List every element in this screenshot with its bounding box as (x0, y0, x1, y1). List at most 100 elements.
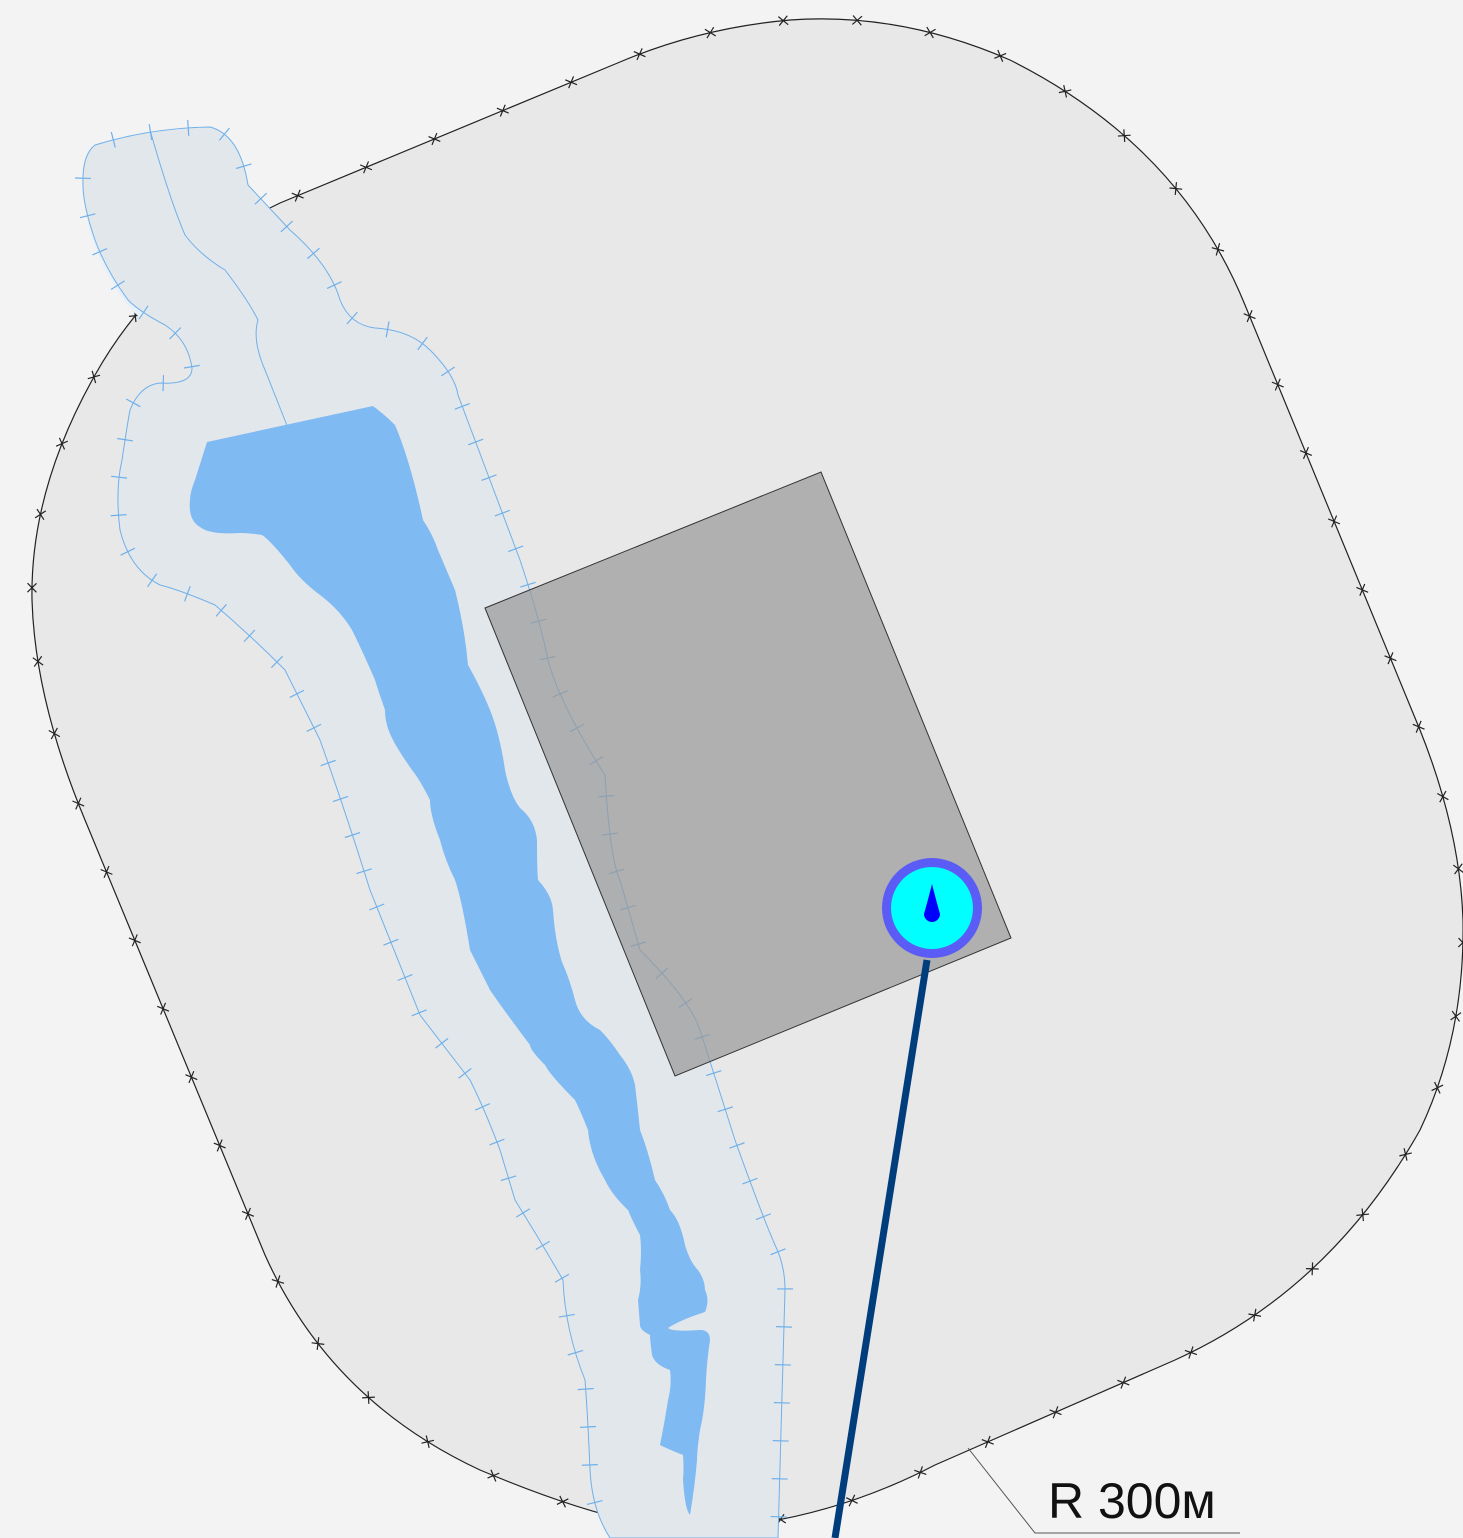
boundary-tick (411, 1009, 427, 1017)
well-marker-icon[interactable] (882, 858, 982, 958)
boundary-tick (499, 104, 506, 117)
boundary-tick (917, 1466, 923, 1479)
boundary-tick (706, 26, 715, 39)
boundary-tick (169, 327, 182, 340)
boundary-tick (1188, 1346, 1194, 1359)
boundary-tick (72, 800, 85, 807)
boundary-tick (1436, 792, 1449, 801)
boundary-tick (120, 547, 136, 556)
boundary-tick (1243, 313, 1256, 320)
boundary-tick (213, 1142, 226, 1149)
boundary-tick (474, 1103, 491, 1111)
boundary-tick (117, 437, 134, 442)
boundary-tick (92, 248, 108, 256)
boundary-tick (243, 629, 256, 643)
boundary-tick (417, 336, 428, 351)
boundary-tick (1252, 1308, 1257, 1322)
boundary-tick (362, 1396, 375, 1399)
boundary-tick (110, 514, 127, 517)
boundary-tick (36, 508, 45, 521)
boundary-tick (363, 161, 370, 174)
boundary-tick (128, 937, 141, 944)
boundary-tick (1403, 1148, 1408, 1161)
boundary-tick (332, 795, 349, 803)
boundary-tick (1120, 1376, 1127, 1389)
boundary-tick (520, 581, 536, 588)
boundary-tick (717, 1106, 734, 1113)
boundary-tick (440, 366, 456, 377)
zone-boundary-ticks (27, 15, 1463, 1535)
boundary-tick (636, 48, 643, 61)
boundary-tick (218, 127, 230, 141)
boundary-tick (79, 213, 96, 219)
boundary-tick (554, 1273, 570, 1283)
boundary-tick (27, 582, 37, 593)
boundary-tick (1058, 89, 1072, 94)
boundary-tick (187, 119, 190, 136)
land-plot[interactable] (484, 471, 1012, 1077)
boundary-tick (500, 1175, 517, 1182)
water-body[interactable] (189, 406, 710, 1515)
boundary-tick (705, 1070, 722, 1077)
boundary-tick (1211, 247, 1225, 252)
boundary-tick (126, 398, 141, 408)
boundary-tick (742, 1177, 758, 1185)
boundary-tick (111, 475, 128, 479)
boundary-tick (280, 220, 293, 233)
boundary-tick (383, 938, 399, 946)
boundary-tick (431, 132, 438, 146)
boundary-tick (183, 364, 200, 369)
boundary-tick (421, 1439, 435, 1444)
boundary-tick (241, 1210, 255, 1217)
boundary-tick (156, 1005, 170, 1012)
boundary-tick (289, 689, 305, 698)
boundary-tick (48, 729, 61, 738)
boundary-tick (32, 657, 44, 666)
boundary-tick (567, 1349, 584, 1356)
needle-icon (924, 884, 940, 922)
boundary-tick (100, 868, 113, 875)
boundary-tick (58, 437, 66, 450)
boundary-tick (320, 759, 336, 767)
boundary-tick (556, 1498, 569, 1505)
boundary-tick (1356, 586, 1369, 593)
boundary-tick (568, 76, 575, 89)
pipeline[interactable] (831, 959, 931, 1538)
boundary-tick (1452, 864, 1463, 874)
boundary-tick (294, 189, 301, 202)
boundary-tick (91, 370, 97, 384)
boundary-tick (508, 545, 524, 553)
boundary-tick (1361, 1208, 1365, 1222)
boundary-tick (494, 509, 511, 517)
radius-label: R 300м (1048, 1473, 1216, 1529)
boundary-tick (778, 15, 788, 26)
boundary-tick (1052, 1406, 1059, 1419)
boundary-tick (481, 474, 497, 481)
boundary-tick (435, 1037, 449, 1049)
boundary-tick (306, 247, 320, 260)
boundary-tick (254, 192, 268, 205)
boundary-tick (306, 723, 322, 732)
boundary-tick (271, 1279, 285, 1284)
radius-leader-line (967, 1447, 1240, 1534)
boundary-tick (851, 15, 863, 25)
boundary-tick (984, 1435, 991, 1449)
boundary-tick (346, 311, 358, 325)
boundary-tick (356, 868, 372, 875)
boundary-tick (184, 586, 191, 602)
boundary-tick (385, 321, 390, 338)
boundary-tick (848, 1494, 856, 1507)
boundary-tick (344, 831, 361, 839)
boundary-tick (467, 438, 484, 446)
boundary-tick (110, 280, 125, 290)
boundary-tick (924, 28, 936, 37)
boundary-tick (579, 1425, 597, 1428)
boundary-tick (311, 1342, 325, 1345)
boundary-tick (1271, 381, 1284, 388)
boundary-tick (489, 1138, 505, 1146)
boundary-tick (110, 131, 116, 148)
boundary-tick (270, 655, 283, 669)
boundary-tick (326, 281, 342, 289)
